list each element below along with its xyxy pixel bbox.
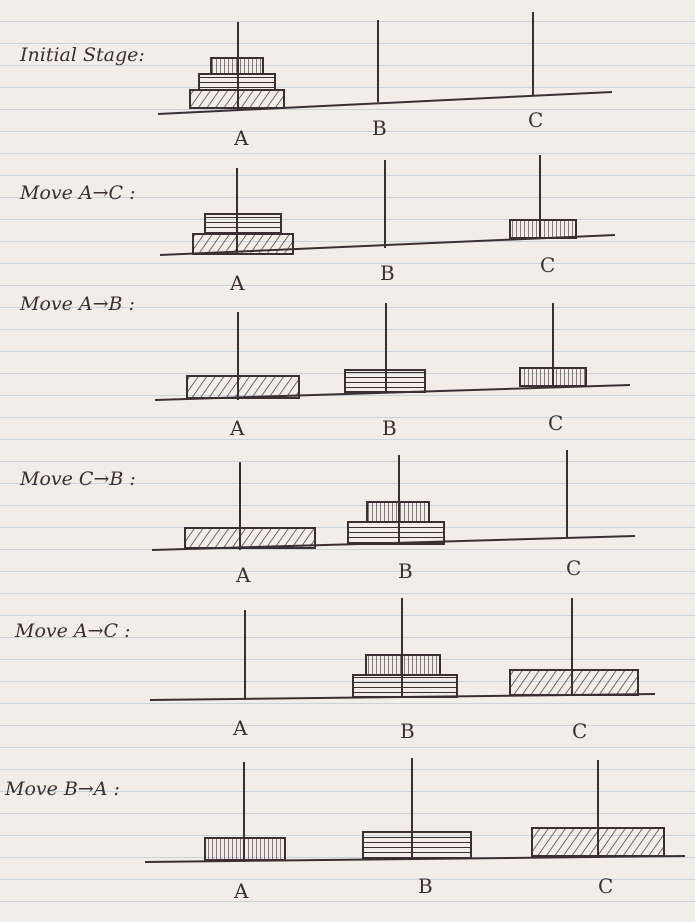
disk-large: [186, 375, 300, 399]
stage-5: [144, 758, 686, 863]
disk-medium: [344, 369, 426, 393]
stage-3: [151, 450, 636, 551]
peg-letter-b: B: [398, 559, 413, 583]
disk-small: [366, 501, 430, 523]
step-label-5: Move B→A :: [5, 778, 120, 800]
disk-large: [192, 233, 294, 255]
base-line: [157, 91, 613, 115]
step-label-4: Move A→C :: [15, 620, 131, 642]
peg-letter-a: A: [235, 563, 251, 587]
stage-4: [149, 598, 656, 701]
peg-letter-c: C: [566, 556, 581, 580]
disk-medium: [198, 73, 276, 91]
disk-small: [509, 219, 577, 239]
disk-large: [531, 827, 665, 857]
peg-letters: A B C A B C A B C A B C A B C A B C: [229, 108, 613, 903]
peg-letter-c: C: [548, 411, 563, 435]
peg-letter-a: A: [229, 416, 245, 440]
disk-medium: [347, 521, 445, 545]
disk-medium: [204, 213, 282, 235]
disk-small: [204, 837, 286, 861]
stage-1: [159, 155, 616, 256]
peg-letter-b: B: [372, 116, 387, 140]
peg-letter-c: C: [572, 719, 587, 743]
disk-large: [189, 89, 285, 109]
stage-2: [154, 303, 631, 401]
peg-letter-a: A: [233, 126, 249, 150]
stage-initial: [157, 12, 613, 115]
peg-letter-b: B: [400, 719, 415, 743]
disk-large: [509, 669, 639, 696]
disk-small: [519, 367, 587, 387]
peg-letter-a: A: [232, 716, 248, 740]
step-label-initial: Initial Stage:: [20, 44, 145, 66]
disk-small: [210, 57, 264, 75]
disk-medium: [352, 674, 458, 698]
disk-medium: [362, 831, 472, 859]
disk-large: [184, 527, 316, 549]
step-label-1: Move A→C :: [20, 182, 136, 204]
peg-letter-b: B: [382, 416, 397, 440]
peg-letter-b: B: [380, 261, 395, 285]
peg-letter-a: A: [229, 271, 245, 295]
peg-letter-b: B: [418, 874, 433, 898]
peg-letter-c: C: [528, 108, 543, 132]
peg-letter-c: C: [540, 253, 555, 277]
disk-small: [365, 654, 441, 676]
step-label-2: Move A→B :: [20, 293, 135, 315]
peg-letter-a: A: [233, 879, 249, 903]
step-label-3: Move C→B :: [20, 468, 136, 490]
peg-letter-c: C: [598, 874, 613, 898]
